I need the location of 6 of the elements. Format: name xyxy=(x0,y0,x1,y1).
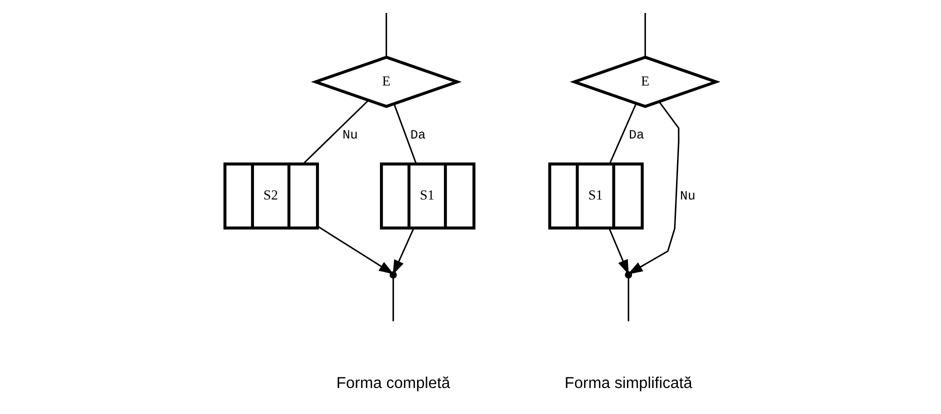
edge-label: Da xyxy=(628,127,644,142)
edge-label: Nu xyxy=(680,188,696,204)
label: Forma simplificată xyxy=(564,374,692,392)
label: Forma completă xyxy=(336,374,450,392)
edge-label: Da xyxy=(410,127,426,142)
edge-label: Nu xyxy=(342,127,358,142)
